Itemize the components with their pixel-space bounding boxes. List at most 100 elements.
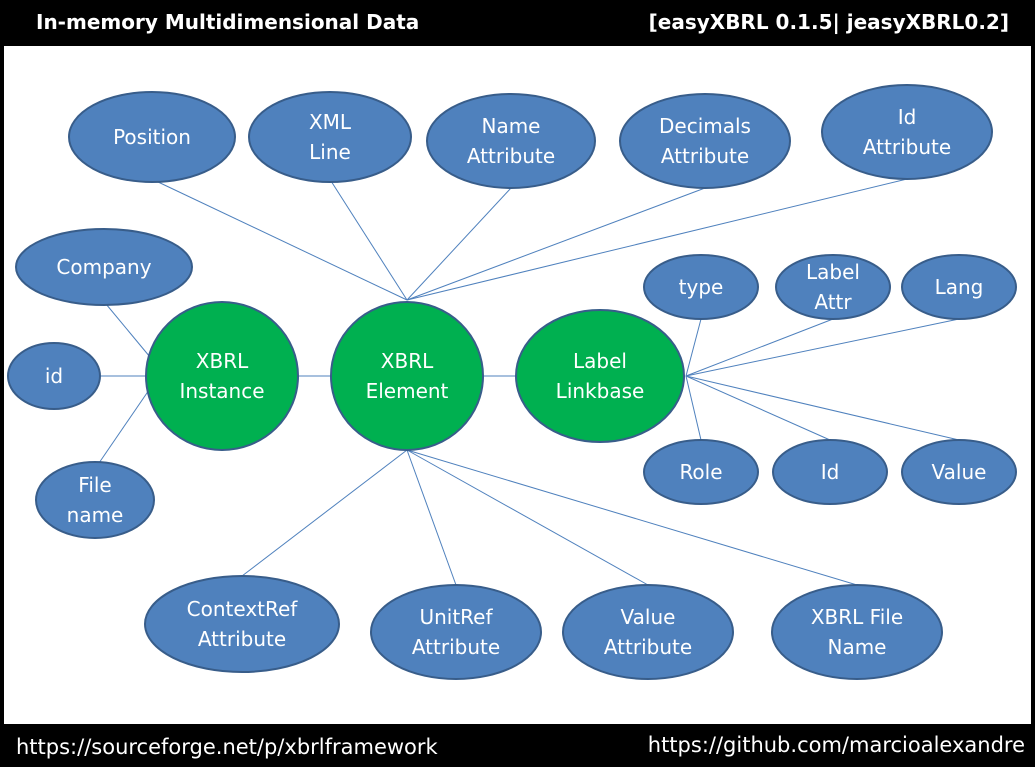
- node-label-value-attribute: Attribute: [604, 635, 692, 659]
- edge-xbrl-element-to-position: [155, 180, 408, 301]
- edge-xbrl-element-to-xbrl-file-name: [406, 449, 858, 586]
- node-label-label-linkbase: Linkbase: [556, 379, 645, 403]
- node-label-decimals-attribute: Decimals: [659, 114, 751, 138]
- node-shape-company: [15, 228, 193, 306]
- node-label-xbrl-file-name: Name: [827, 635, 886, 659]
- node-shape-xbrl-element: [330, 301, 484, 451]
- edge-xbrl-instance-to-file-name: [98, 389, 150, 464]
- node-label-file-name: File: [78, 473, 111, 497]
- node-label-label-id: Id: [821, 460, 840, 484]
- version-label: [easyXBRL 0.1.5| jeasyXBRL0.2]: [648, 10, 1009, 34]
- node-label-contextref-attribute: ContextRef: [187, 597, 299, 621]
- node-label-decimals-attribute: Attribute: [661, 144, 749, 168]
- node-label-contextref-attribute: Attribute: [198, 627, 286, 651]
- node-label-id: id: [45, 364, 63, 388]
- node-label-label-attr: Attr: [814, 290, 852, 314]
- node-shape-lang: [901, 254, 1017, 320]
- edge-xbrl-element-to-name-attribute: [406, 187, 512, 301]
- node-shape-label-value: [901, 439, 1017, 505]
- node-label-xml-line: Line: [309, 140, 351, 164]
- edge-xbrl-element-to-contextref-attribute: [241, 449, 408, 577]
- node-label-xml-line: XML: [309, 110, 352, 134]
- node-label-file-name: name: [67, 503, 124, 527]
- node-shape-id-attribute: [821, 84, 993, 180]
- edge-label-linkbase-to-type: [685, 318, 702, 377]
- node-label-id: Id: [772, 439, 888, 505]
- node-label-name-attribute: Attribute: [467, 144, 555, 168]
- node-label-position: Position: [113, 125, 191, 149]
- node-type: type: [643, 254, 759, 320]
- edge-xbrl-instance-to-company: [105, 303, 151, 358]
- node-layer: PositionXMLLineNameAttributeDecimalsAttr…: [7, 84, 1017, 680]
- node-shape-contextref-attribute: [144, 575, 340, 673]
- node-xbrl-element: XBRL Element: [330, 301, 484, 451]
- edge-xbrl-element-to-unitref-attribute: [406, 449, 457, 586]
- node-label-lang: Lang: [935, 275, 984, 299]
- edge-xbrl-element-to-id-attribute: [406, 178, 908, 301]
- edge-label-linkbase-to-label-attr: [685, 318, 834, 377]
- node-shape-value-attribute: [562, 584, 734, 680]
- node-label-label-value: Value: [932, 460, 987, 484]
- node-shape-decimals-attribute: [619, 93, 791, 189]
- node-shape-type: [643, 254, 759, 320]
- sourceforge-link[interactable]: https://sourceforge.net/p/xbrlframework: [16, 735, 438, 759]
- page-title: In-memory Multidimensional Data: [36, 10, 420, 34]
- node-label-role: Role: [679, 460, 722, 484]
- node-file-name: File name: [35, 461, 155, 539]
- node-label-xbrl-instance: XBRL: [196, 349, 249, 373]
- node-shape-name-attribute: [426, 93, 596, 189]
- node-label-type: type: [679, 275, 724, 299]
- node-id: id: [7, 342, 101, 410]
- node-label-company: Company: [56, 255, 151, 279]
- edge-label-linkbase-to-lang: [685, 318, 960, 377]
- node-label-name-attribute: Name: [481, 114, 540, 138]
- node-label-label-attr: Label: [806, 260, 860, 284]
- node-shape-label-attr: [775, 254, 891, 320]
- node-company: Company: [15, 228, 193, 306]
- node-position: Position: [68, 91, 236, 183]
- header-bar: In-memory Multidimensional Data [easyXBR…: [0, 0, 1035, 46]
- node-role: Role: [643, 439, 759, 505]
- node-label-id-attribute: Attribute: [863, 135, 951, 159]
- github-link[interactable]: https://github.com/marcioalexandre: [647, 733, 1025, 757]
- entity-diagram: PositionXMLLineNameAttributeDecimalsAttr…: [7, 84, 1017, 680]
- node-label-id-attribute: Id: [898, 105, 917, 129]
- edge-label-linkbase-to-label-value: [685, 375, 960, 441]
- node-label-xbrl-element: Element: [366, 379, 449, 403]
- node-shape-id: [7, 342, 101, 410]
- node-shape-position: [68, 91, 236, 183]
- node-label-xbrl-file-name: XBRL File: [811, 605, 903, 629]
- node-lang: Lang: [901, 254, 1017, 320]
- node-xbrl-instance: XBRL Instance: [145, 301, 299, 451]
- node-shape-xml-line: [248, 91, 412, 183]
- node-shape-file-name: [35, 461, 155, 539]
- edge-xbrl-element-to-value-attribute: [406, 449, 649, 586]
- edge-xbrl-element-to-xml-line: [330, 180, 408, 301]
- edge-layer: [98, 178, 960, 586]
- node-xml-line: XML Line: [248, 91, 412, 183]
- node-shape-label-linkbase: [515, 309, 685, 443]
- node-shape-unitref-attribute: [370, 584, 542, 680]
- node-shape-xbrl-instance: [145, 301, 299, 451]
- node-shape-xbrl-file-name: [771, 584, 943, 680]
- node-shape-label-id: [772, 439, 888, 505]
- node-shape-role: [643, 439, 759, 505]
- node-label-value-attribute: Value: [621, 605, 676, 629]
- edge-label-linkbase-to-label-id: [685, 375, 831, 441]
- edge-xbrl-element-to-decimals-attribute: [406, 187, 706, 301]
- node-label-xbrl-element: XBRL: [381, 349, 434, 373]
- node-label-unitref-attribute: Attribute: [412, 635, 500, 659]
- edge-label-linkbase-to-role: [685, 375, 702, 441]
- node-label-label-linkbase: Label: [573, 349, 627, 373]
- node-label-xbrl-instance: Instance: [179, 379, 264, 403]
